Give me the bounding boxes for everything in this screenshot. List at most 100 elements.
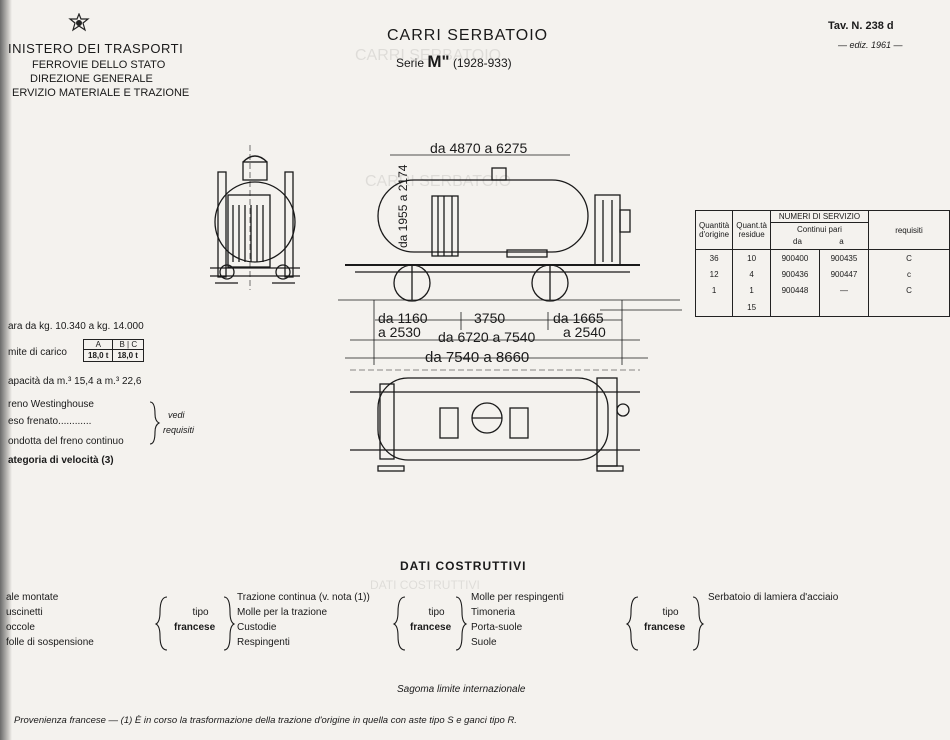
bleed-through-text: DATI COSTRUTTIVI: [370, 578, 480, 592]
dim-height: da 1955 a 2174: [396, 164, 410, 248]
footnote: Provenienza francese — (1) È in corso la…: [14, 715, 517, 726]
series-prefix: Serie: [396, 56, 425, 70]
dati-col2: Molle per respingenti Timoneria Porta-su…: [471, 590, 564, 650]
spec-frenato: eso frenato............: [8, 416, 92, 427]
side-view-drawing: [338, 167, 682, 311]
carico-value-a: 18,0 t: [82, 349, 114, 362]
tipo-label: tipo: [662, 607, 679, 618]
page-edge-shadow: [0, 0, 12, 740]
cell-da: 900400: [769, 249, 820, 266]
francese-label: francese: [174, 622, 216, 633]
dimension-lines: [345, 154, 648, 365]
dim-3750: 3750: [474, 310, 506, 326]
sagoma-caption: Sagoma limite internazionale: [397, 684, 526, 695]
dati-col1-item: Molle per la trazione: [237, 607, 328, 618]
braces: [149, 401, 705, 651]
francese-label: francese: [410, 622, 452, 633]
spec-carico-label: mite di carico: [8, 347, 67, 358]
dati-col2-item: Porta-suole: [471, 622, 523, 633]
dati-col0-item: occole: [6, 622, 35, 633]
dati-col0-item: folle di sospensione: [6, 637, 94, 648]
dati-col2-item: Suole: [471, 637, 497, 648]
tipo-label: tipo: [192, 607, 209, 618]
direction-name: DIREZIONE GENERALE: [30, 73, 153, 85]
carico-header-c: C: [131, 340, 138, 349]
tipo-francese-3: tipo francese: [644, 605, 685, 635]
carico-header-b: B: [119, 340, 125, 349]
bleed-through-text: CARRI SERBATOIO: [355, 47, 502, 64]
col-quant-residue: Quant.tà residue: [732, 210, 771, 250]
dati-col1-item: Custodie: [237, 622, 277, 633]
cell-q: 1: [694, 282, 734, 298]
col-a: a: [839, 237, 844, 246]
page-title: CARRI SERBATOIO: [387, 27, 549, 44]
cell-da: 900436: [769, 266, 820, 282]
dati-col1-item: Trazione continua (v. nota (1)): [237, 592, 370, 603]
francese-label: francese: [644, 622, 686, 633]
service-name: ERVIZIO MATERIALE E TRAZIONE: [12, 87, 190, 99]
series-code: M": [427, 52, 450, 71]
spec-capacita: apacità da m.³ 15,4 a m.³ 22,6: [8, 376, 142, 387]
cell-r: 10: [732, 249, 771, 266]
dim-6720: da 6720 a 7540: [438, 329, 536, 345]
cell-req: C: [867, 249, 950, 266]
col-requisiti: requisiti: [867, 210, 950, 250]
carico-value-bc: 18,0 t: [112, 349, 145, 362]
dati-col0-item: uscinetti: [6, 607, 43, 618]
table-number: Tav. N. 238 d: [828, 20, 894, 32]
spec-categoria: ategoria di velocità (3): [8, 455, 114, 466]
section-title-dati: DATI COSTRUTTIVI: [400, 559, 527, 573]
spec-freno: reno Westinghouse: [8, 399, 94, 410]
ministry-name: INISTERO DEI TRASPORTI: [8, 41, 184, 56]
bleed-through-text: CARRI SERBATOIO: [365, 173, 512, 190]
cell-a: [818, 298, 869, 317]
dati-col1: Trazione continua (v. nota (1)) Molle pe…: [237, 590, 370, 650]
end-view-drawing: [210, 145, 300, 290]
dim-1665: da 1665: [553, 310, 604, 326]
edition: — ediz. 1961 —: [838, 40, 903, 50]
cell-req: c: [867, 266, 950, 282]
dim-2540: a 2540: [563, 324, 606, 340]
series-line: Serie M" (1928-933): [396, 52, 512, 72]
cell-da: [769, 298, 820, 317]
cell-r: 4: [732, 266, 771, 282]
requisiti-label: requisiti: [163, 425, 195, 435]
vedi-label: vedi: [168, 410, 185, 420]
carico-header-a: A: [82, 339, 114, 350]
cell-da: 900448: [769, 282, 820, 298]
dati-col2-item: Timoneria: [471, 607, 516, 618]
cell-a: 900435: [818, 249, 869, 266]
dim-top-length: da 4870 a 6275: [430, 140, 528, 156]
carico-header-bc: B | C: [112, 339, 145, 350]
cell-q: 36: [694, 249, 734, 266]
dim-1160: da 1160: [378, 310, 428, 326]
spec-tara: ara da kg. 10.340 a kg. 14.000: [8, 321, 144, 332]
emblem: [68, 12, 90, 38]
dati-col3-item: Serbatoio di lamiera d'acciaio: [708, 592, 839, 603]
cell-req: [867, 298, 950, 317]
dati-col1-item: Respingenti: [237, 637, 290, 648]
tipo-francese-1: tipo francese: [174, 605, 215, 635]
dim-7540: da 7540 a 8660: [425, 349, 530, 366]
series-years: (1928-933): [452, 56, 512, 70]
dim-2530: a 2530: [378, 324, 421, 340]
continui-label: Continui pari: [796, 225, 842, 234]
cell-r: 15: [732, 298, 771, 317]
cell-req: C: [867, 282, 950, 298]
spec-condotta: ondotta del freno continuo: [8, 436, 124, 447]
col-numeri: NUMERI DI SERVIZIO: [769, 210, 869, 223]
tipo-francese-2: tipo francese: [410, 605, 451, 635]
table-row: 15: [694, 298, 950, 317]
dati-col0: ale montate uscinetti occole folle di so…: [6, 590, 94, 650]
cell-q: [694, 298, 734, 317]
cell-q: 12: [694, 266, 734, 282]
dati-col3: Serbatoio di lamiera d'acciaio: [708, 590, 838, 605]
cell-a: —: [818, 282, 869, 298]
cell-r: 1: [732, 282, 771, 298]
